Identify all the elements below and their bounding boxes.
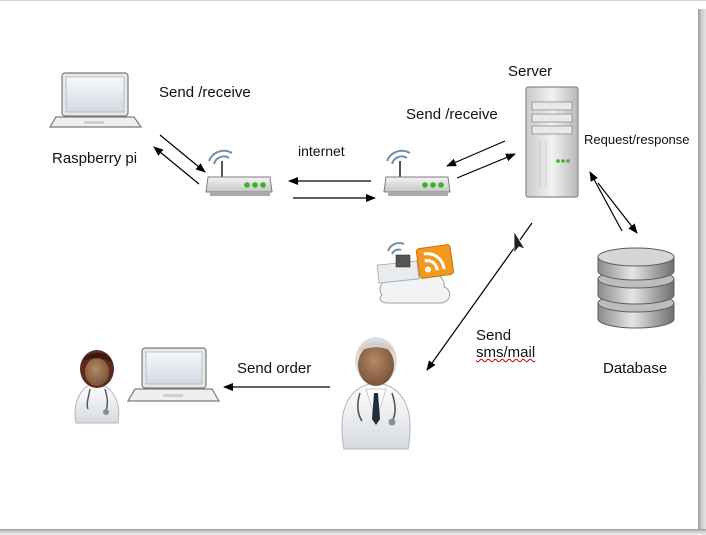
order-laptop-icon bbox=[126, 347, 221, 402]
label-send-receive-left: Send /receive bbox=[159, 84, 251, 101]
label-request-response: Request/response bbox=[584, 132, 690, 147]
raspberry-laptop-icon bbox=[48, 72, 143, 128]
nurse-icon bbox=[74, 350, 120, 424]
arrow-server-to-database bbox=[597, 182, 638, 234]
page-shadow-bottom bbox=[0, 529, 706, 535]
rss-feed-cloud-icon bbox=[376, 242, 454, 304]
label-database: Database bbox=[603, 360, 668, 377]
label-send-order: Send order bbox=[237, 360, 312, 377]
page-shadow-right bbox=[698, 9, 706, 535]
arrow-router-to-server bbox=[456, 153, 516, 179]
wifi-router-left-icon bbox=[205, 149, 273, 196]
mouse-cursor-icon bbox=[513, 229, 526, 255]
wifi-router-right-icon bbox=[383, 149, 451, 196]
arrow-laptop-to-router bbox=[159, 134, 206, 173]
server-tower-icon bbox=[525, 86, 579, 198]
label-internet: internet bbox=[298, 143, 345, 159]
connector-arrows bbox=[153, 134, 638, 391]
doctor-icon bbox=[341, 337, 411, 450]
label-send-receive-right: Send /receive bbox=[406, 106, 498, 123]
label-sms-mail: sms/mail bbox=[476, 344, 535, 361]
label-raspberry-pi: Raspberry pi bbox=[52, 150, 138, 167]
label-server: Server bbox=[508, 63, 553, 80]
database-icon bbox=[597, 247, 675, 329]
arrow-router-to-laptop bbox=[153, 146, 200, 185]
arrow-server-to-router bbox=[446, 140, 506, 167]
label-send: Send bbox=[476, 327, 512, 344]
arrow-database-to-server bbox=[589, 171, 623, 232]
label-sms-mail-text: sms/mail bbox=[476, 344, 536, 361]
